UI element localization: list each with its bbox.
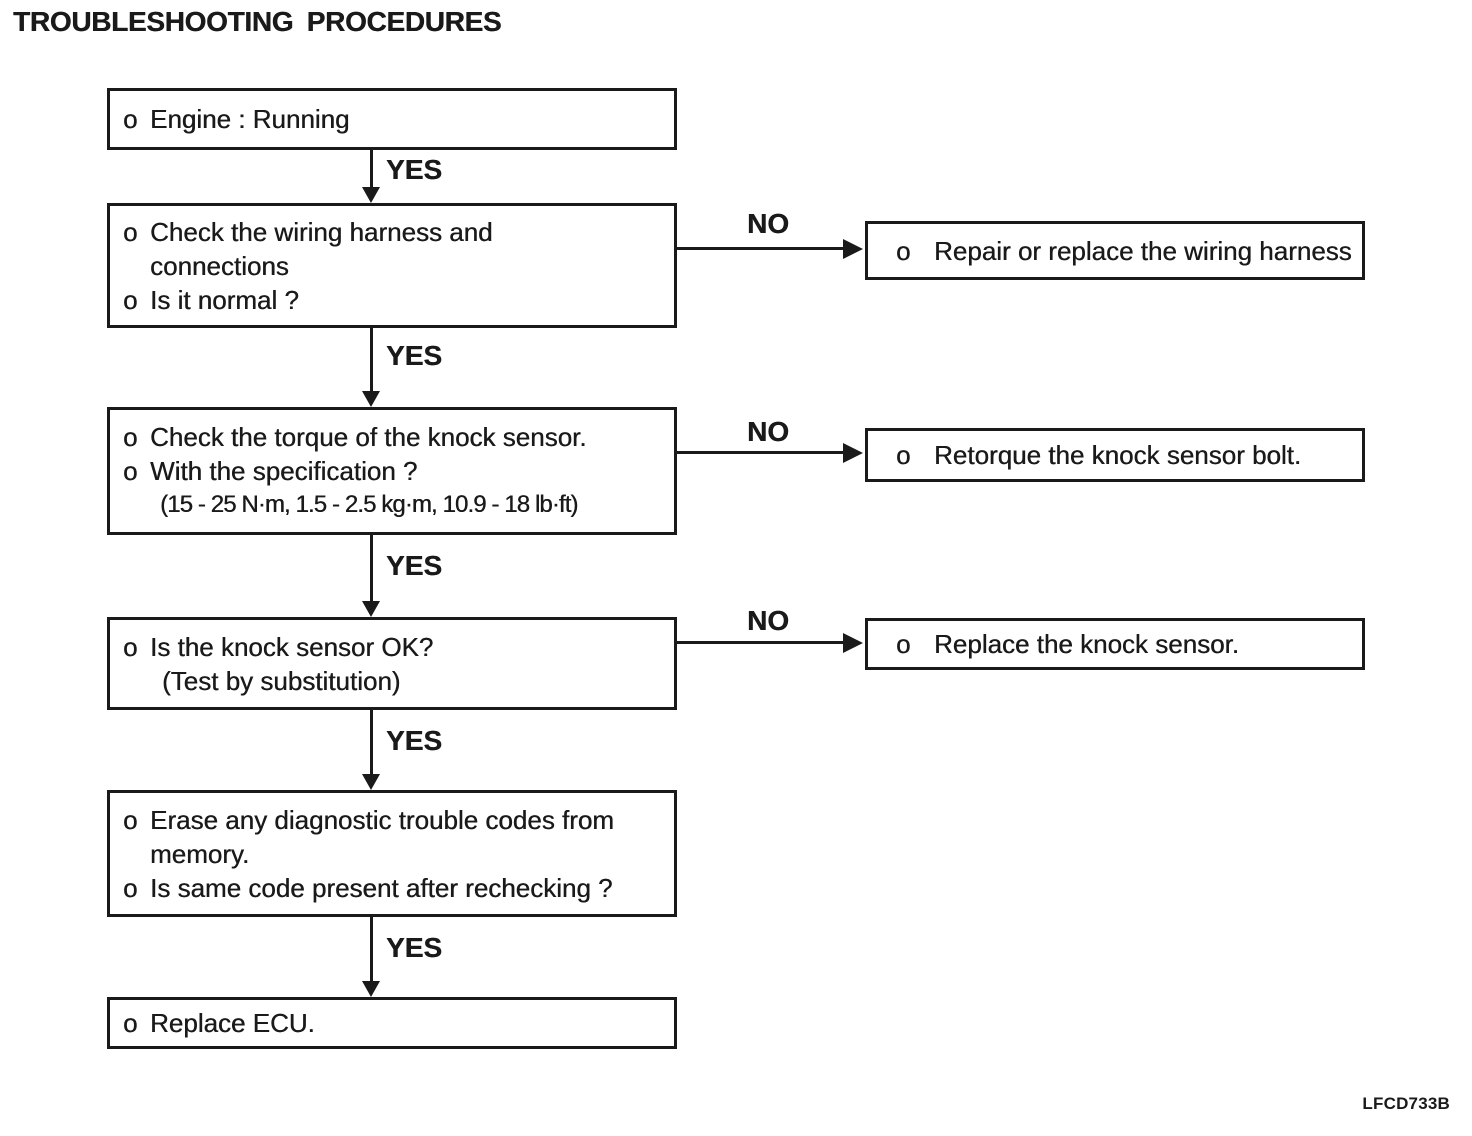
bullet-marker: o (896, 235, 911, 266)
bullet-marker: o (896, 440, 911, 470)
step-line: o Check the torque of the knock sensor. (110, 420, 674, 454)
step-line: o Is it normal ? (110, 283, 674, 317)
step-text: (Test by substitution) (162, 665, 401, 696)
yes-label-2: YES (386, 340, 443, 371)
torque-spec-text: (15 - 25 N·m, 1.5 - 2.5 kg·m, 10.9 - 18 … (160, 491, 578, 518)
step-text: Repair or replace the wiring harness (934, 235, 1352, 266)
bullet-marker: o (123, 456, 138, 486)
step-line: (Test by substitution) (110, 664, 674, 698)
step-line: o Replace ECU. (110, 1006, 674, 1040)
arrow-line (370, 535, 373, 602)
figure-code: LFCD733B (1362, 1094, 1450, 1113)
bullet-marker: o (123, 631, 138, 662)
bullet-marker: o (123, 804, 138, 835)
bullet-marker (123, 664, 150, 698)
bullet-marker: o (123, 216, 138, 247)
step-line: o Engine : Running (110, 102, 674, 136)
arrow-line (677, 641, 845, 644)
action-box-retorque-bolt: o Retorque the knock sensor bolt. (865, 428, 1365, 482)
step-line: o Replace the knock sensor. (868, 627, 1362, 661)
step-line: (15 - 25 N·m, 1.5 - 2.5 kg·m, 10.9 - 18 … (110, 488, 674, 522)
arrow-line (370, 917, 373, 982)
step-line: o Is the knock sensor OK? (110, 630, 674, 664)
step-text: Is same code present after rechecking ? (150, 872, 613, 903)
step-line: connections (110, 249, 674, 283)
bullet-marker: o (123, 1008, 138, 1038)
step-box-check-torque: o Check the torque of the knock sensor. … (107, 407, 677, 535)
step-line: o Repair or replace the wiring harness (868, 234, 1362, 268)
arrow-line (370, 710, 373, 775)
bullet-marker: o (123, 872, 138, 903)
no-label-1: NO (747, 208, 789, 239)
step-line: o Retorque the knock sensor bolt. (868, 438, 1362, 472)
yes-label-3: YES (386, 550, 443, 581)
bullet-marker: o (123, 422, 138, 452)
bullet-marker (123, 249, 150, 283)
arrow-down-icon (362, 981, 380, 997)
bullet-marker: o (123, 284, 138, 315)
arrow-line (677, 451, 845, 454)
arrow-line (370, 150, 373, 188)
arrow-right-icon (843, 239, 863, 259)
step-line: o Erase any diagnostic trouble codes fro… (110, 803, 674, 837)
step-line: memory. (110, 837, 674, 871)
step-text: With the specification ? (150, 456, 418, 486)
step-text: Retorque the knock sensor bolt. (934, 440, 1302, 470)
step-box-engine-running: o Engine : Running (107, 88, 677, 150)
step-text: Engine : Running (150, 104, 350, 134)
no-label-3: NO (747, 605, 789, 636)
arrow-line (370, 328, 373, 392)
step-line: o With the specification ? (110, 454, 674, 488)
no-label-2: NO (747, 416, 789, 447)
yes-label-1: YES (386, 154, 443, 185)
bullet-marker: o (896, 629, 911, 659)
step-text: Replace the knock sensor. (934, 629, 1239, 659)
arrow-down-icon (362, 774, 380, 790)
step-text: Is it normal ? (150, 284, 299, 315)
step-text: Check the wiring harness and (150, 216, 493, 247)
bullet-marker (123, 488, 150, 522)
step-box-erase-codes: o Erase any diagnostic trouble codes fro… (107, 790, 677, 917)
step-text: connections (150, 250, 289, 281)
yes-label-4: YES (386, 725, 443, 756)
step-text: Is the knock sensor OK? (150, 631, 434, 662)
arrow-down-icon (362, 187, 380, 203)
arrow-right-icon (843, 633, 863, 653)
yes-label-5: YES (386, 932, 443, 963)
bullet-marker (123, 837, 150, 871)
action-box-replace-knock-sensor: o Replace the knock sensor. (865, 618, 1365, 670)
arrow-down-icon (362, 391, 380, 407)
bullet-marker: o (123, 104, 138, 134)
step-box-replace-ecu: o Replace ECU. (107, 997, 677, 1049)
step-box-knock-sensor-ok: o Is the knock sensor OK? (Test by subst… (107, 617, 677, 710)
step-text: Replace ECU. (150, 1008, 315, 1038)
step-line: o Check the wiring harness and (110, 215, 674, 249)
step-line: o Is same code present after rechecking … (110, 871, 674, 905)
arrow-down-icon (362, 601, 380, 617)
step-box-check-wiring: o Check the wiring harness and connectio… (107, 203, 677, 328)
step-text: Erase any diagnostic trouble codes from (150, 804, 614, 835)
arrow-right-icon (843, 443, 863, 463)
step-text: Check the torque of the knock sensor. (150, 422, 587, 452)
action-box-repair-wiring: o Repair or replace the wiring harness (865, 221, 1365, 280)
step-text: memory. (150, 838, 250, 869)
arrow-line (677, 247, 845, 250)
page-title: TROUBLESHOOTING PROCEDURES (13, 6, 502, 37)
